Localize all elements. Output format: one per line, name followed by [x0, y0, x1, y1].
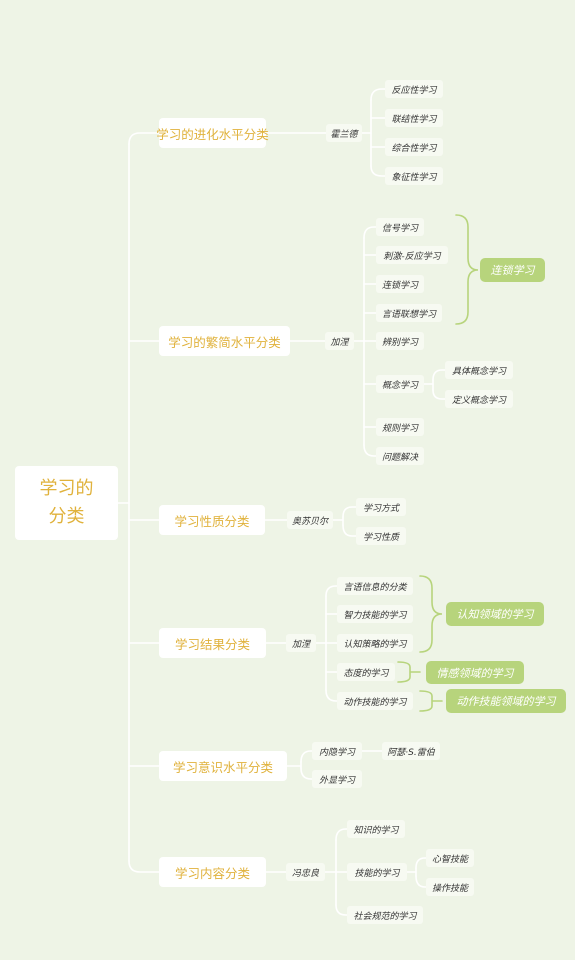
- evolution-item[interactable]: 象征性学习: [385, 167, 443, 185]
- concept-sub-item[interactable]: 具体概念学习: [445, 361, 513, 379]
- author-ausubel[interactable]: 奥苏贝尔: [287, 511, 333, 529]
- bracket-complexity-chain: [455, 214, 479, 325]
- author-feng[interactable]: 冯忠良: [286, 863, 325, 881]
- author-holland[interactable]: 霍兰德: [326, 124, 362, 142]
- complexity-item[interactable]: 言语联想学习: [376, 304, 442, 322]
- branch-content[interactable]: 学习内容分类: [159, 857, 266, 887]
- content-item[interactable]: 技能的学习: [347, 863, 407, 881]
- awareness-item[interactable]: 外显学习: [312, 770, 362, 788]
- bracket-affective: [397, 661, 421, 683]
- complexity-item[interactable]: 问题解决: [376, 447, 424, 465]
- complexity-item[interactable]: 连锁学习: [376, 275, 424, 293]
- awareness-item[interactable]: 内隐学习: [312, 742, 362, 760]
- complexity-item[interactable]: 辨别学习: [376, 332, 424, 350]
- concept-sub-item[interactable]: 定义概念学习: [445, 390, 513, 408]
- evolution-item[interactable]: 反应性学习: [385, 80, 443, 98]
- evolution-item[interactable]: 综合性学习: [385, 138, 443, 156]
- branch-awareness[interactable]: 学习意识水平分类: [159, 751, 287, 781]
- root-title-line1: 学习的: [39, 478, 94, 499]
- complexity-item[interactable]: 规则学习: [376, 418, 424, 436]
- summary-tag-chain[interactable]: 连锁学习: [480, 258, 545, 282]
- bracket-motor: [419, 690, 443, 712]
- branch-result[interactable]: 学习结果分类: [159, 628, 266, 658]
- root-title-line2: 分类: [48, 506, 85, 527]
- branch-evolution[interactable]: 学习的进化水平分类: [156, 118, 269, 148]
- bracket-cognitive: [419, 575, 443, 653]
- content-item[interactable]: 社会规范的学习: [347, 906, 423, 924]
- nature-item[interactable]: 学习性质: [356, 527, 406, 545]
- skill-sub-item[interactable]: 心智技能: [426, 849, 474, 867]
- author-gagne[interactable]: 加涅: [325, 332, 354, 350]
- content-item[interactable]: 知识的学习: [347, 820, 405, 838]
- author-reber[interactable]: 阿瑟·S.雷伯: [382, 742, 440, 760]
- result-item[interactable]: 智力技能的学习: [337, 605, 413, 623]
- complexity-item[interactable]: 刺激-反应学习: [376, 246, 448, 264]
- root-node[interactable]: 学习的 分类: [15, 466, 118, 540]
- connector-evolution: [128, 132, 160, 145]
- result-item[interactable]: 认知策略的学习: [337, 634, 413, 652]
- connector-content: [128, 860, 160, 873]
- summary-tag-cognitive[interactable]: 认知领域的学习: [446, 602, 544, 626]
- skill-sub-item[interactable]: 操作技能: [426, 878, 474, 896]
- result-item[interactable]: 言语信息的分类: [337, 577, 413, 595]
- author-gagne-result[interactable]: 加涅: [286, 634, 316, 652]
- branch-nature[interactable]: 学习性质分类: [159, 505, 265, 535]
- summary-tag-affective[interactable]: 情感领域的学习: [426, 661, 524, 684]
- branch-complexity[interactable]: 学习的繁简水平分类: [159, 326, 290, 356]
- nature-item[interactable]: 学习方式: [356, 498, 406, 516]
- complexity-item[interactable]: 信号学习: [376, 218, 424, 236]
- complexity-item[interactable]: 概念学习: [376, 375, 424, 393]
- evolution-item[interactable]: 联结性学习: [385, 109, 443, 127]
- result-item[interactable]: 态度的学习: [337, 663, 395, 681]
- summary-tag-motor[interactable]: 动作技能领域的学习: [446, 689, 566, 713]
- result-item[interactable]: 动作技能的学习: [337, 692, 413, 710]
